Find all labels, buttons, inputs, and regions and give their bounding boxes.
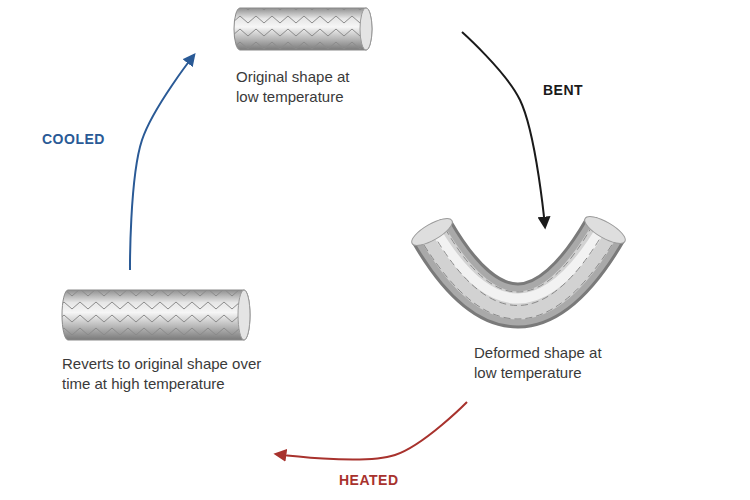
wire-end — [360, 8, 372, 50]
process-arrow — [276, 402, 467, 460]
step-label: COOLED — [40, 131, 107, 147]
shape-caption: Deformed shape at low temperature — [474, 343, 614, 382]
step-label: HEATED — [337, 472, 401, 488]
wire-end — [581, 212, 629, 249]
process-arrow — [130, 55, 194, 270]
wire-body — [62, 290, 250, 340]
shape-node: Deformed shape at low temperature — [410, 213, 635, 384]
crystal-pattern — [424, 243, 613, 319]
bent-wire — [408, 212, 629, 319]
crystal-pattern — [62, 290, 250, 340]
process-arrow — [462, 32, 545, 227]
shape-node: Reverts to original shape over time at h… — [56, 288, 326, 395]
straight-wire — [62, 290, 250, 340]
wire-body — [234, 8, 372, 50]
crystal-pattern — [432, 230, 605, 306]
shape-caption: Original shape at low temperature — [236, 67, 371, 106]
crystal-pattern — [234, 8, 372, 50]
shape-node: Original shape at low temperature — [226, 5, 396, 108]
wire-end — [408, 214, 456, 251]
step-label: BENT — [541, 82, 585, 98]
crystal-pattern — [440, 217, 597, 292]
shape-caption: Reverts to original shape over time at h… — [62, 354, 287, 393]
straight-wire — [234, 8, 372, 50]
wire-end — [238, 290, 250, 340]
wire-highlight — [433, 224, 604, 299]
